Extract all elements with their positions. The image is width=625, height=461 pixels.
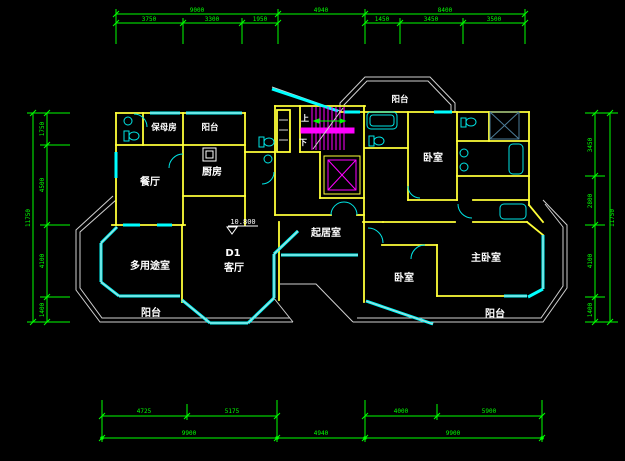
railing-bottom-right-bay bbox=[353, 199, 568, 323]
railing-middle bbox=[280, 283, 354, 323]
dim-top-1950: 1950 bbox=[253, 16, 268, 23]
bathtub-icon bbox=[508, 143, 524, 175]
level-marker bbox=[226, 225, 258, 235]
room-label-kitchen: 厨房 bbox=[202, 165, 222, 178]
dim-top-3450: 3450 bbox=[424, 16, 439, 23]
room-label-balcony-bottom-right: 阳台 bbox=[485, 307, 505, 320]
dim-left-4500: 4500 bbox=[39, 177, 46, 192]
railing-top-balcony bbox=[339, 76, 456, 112]
door-arc-entry-left bbox=[330, 201, 345, 216]
dim-top-3300: 3300 bbox=[205, 16, 220, 23]
room-label-balcony-bottom-left: 阳台 bbox=[141, 306, 161, 319]
bathtub-inner bbox=[369, 114, 395, 127]
dim-bottom-4940: 4940 bbox=[314, 430, 329, 437]
closet bbox=[276, 109, 291, 153]
dimension-text-layer: 9000 4940 8400 3750 3300 1950 1450 3450 … bbox=[25, 7, 616, 437]
railing-layer bbox=[75, 76, 568, 323]
dim-left-total: 11750 bbox=[25, 209, 32, 227]
dim-top-1450: 1450 bbox=[375, 16, 390, 23]
toilet-icon bbox=[460, 117, 477, 128]
window-layer bbox=[99, 87, 545, 326]
toilet-icon bbox=[258, 136, 275, 148]
dimension-lines-layer bbox=[27, 9, 618, 442]
bathtub-icon bbox=[366, 111, 398, 130]
dim-bottom-5175: 5175 bbox=[225, 408, 240, 415]
dim-bottom-4725: 4725 bbox=[137, 408, 152, 415]
room-label-family-room: 起居室 bbox=[310, 226, 341, 239]
door-arc-core-bath bbox=[261, 171, 275, 185]
toilet-icon bbox=[123, 130, 140, 142]
dim-bottom-9900-right: 9900 bbox=[446, 430, 461, 437]
fixture-layer bbox=[123, 111, 527, 260]
room-label-layer: 保母房 阳台 厨房 餐厅 多用途室 D1 客厅 阳台 起居室 阳台 卧室 卧室 … bbox=[130, 94, 505, 320]
railing-bottom-left-bay bbox=[75, 195, 293, 323]
bathtub-icon bbox=[499, 203, 527, 220]
stair-down-label: 下 bbox=[299, 138, 307, 147]
room-label-dining: 餐厅 bbox=[139, 175, 160, 188]
dim-right-3450: 3450 bbox=[587, 137, 594, 152]
elevator bbox=[323, 155, 361, 195]
stair-landing bbox=[300, 127, 355, 134]
shower-icon bbox=[489, 111, 520, 140]
room-label-balcony-top-left: 阳台 bbox=[201, 122, 219, 133]
room-label-bedroom-top-right: 卧室 bbox=[423, 151, 443, 164]
wall-layer bbox=[111, 105, 545, 303]
dim-right-total: 11750 bbox=[609, 209, 616, 227]
dim-bottom-4000: 4000 bbox=[394, 408, 409, 415]
staircase bbox=[300, 107, 355, 150]
stair-up-label: 上 bbox=[301, 113, 309, 123]
dim-bottom-9900-left: 9900 bbox=[182, 430, 197, 437]
door-arc-entry-right bbox=[343, 201, 358, 216]
room-label-living-code: D1 bbox=[225, 248, 240, 259]
toilet-icon bbox=[368, 135, 385, 147]
room-label-multi-purpose: 多用途室 bbox=[130, 259, 170, 272]
door-arc-maid-bath bbox=[133, 113, 148, 128]
door-arc-master-bath bbox=[457, 203, 473, 219]
sink-icon bbox=[459, 162, 469, 172]
railing-bottom-right-bay-inner bbox=[357, 203, 564, 319]
dim-top-9000: 9000 bbox=[190, 7, 205, 14]
railing-left-bay-chamfer bbox=[272, 296, 294, 323]
dim-top-4940: 4940 bbox=[314, 7, 329, 14]
kitchen-sink-icon bbox=[202, 147, 217, 162]
door-arc-kitchen bbox=[168, 153, 184, 169]
dim-bottom-5900: 5900 bbox=[482, 408, 497, 415]
stair-direction-arrow bbox=[312, 118, 347, 124]
room-label-balcony-top-right: 阳台 bbox=[391, 94, 409, 105]
room-label-bedroom-bottom: 卧室 bbox=[394, 271, 414, 284]
elevator-car-icon bbox=[327, 159, 357, 191]
sink-icon bbox=[263, 154, 273, 164]
dim-right-2800: 2800 bbox=[587, 193, 594, 208]
room-label-living: 客厅 bbox=[223, 261, 244, 274]
closet-shelves bbox=[279, 119, 288, 141]
sink-icon bbox=[459, 148, 469, 158]
door-arc-bedroom-bottom bbox=[410, 244, 426, 260]
door-arc-bedroom-top bbox=[407, 185, 421, 199]
dim-left-1750: 1750 bbox=[39, 121, 46, 136]
railing-bottom-left-bay-inner bbox=[79, 199, 290, 319]
door-arc-master bbox=[367, 227, 384, 244]
dim-top-3750: 3750 bbox=[142, 16, 157, 23]
dim-right-4100: 4100 bbox=[587, 253, 594, 268]
sink-icon bbox=[123, 116, 133, 126]
elevator-shaft bbox=[323, 155, 361, 195]
room-label-master-bedroom: 主卧室 bbox=[471, 251, 501, 264]
dim-left-4100: 4100 bbox=[39, 253, 46, 268]
dim-left-1400: 1400 bbox=[39, 302, 46, 317]
dim-top-8400: 8400 bbox=[438, 7, 453, 14]
stair-break-line bbox=[312, 107, 344, 150]
dim-right-1400: 1400 bbox=[587, 302, 594, 317]
level-value-text: 10.800 bbox=[230, 218, 255, 226]
room-label-maid: 保母房 bbox=[150, 122, 177, 133]
dim-top-3500: 3500 bbox=[487, 16, 502, 23]
